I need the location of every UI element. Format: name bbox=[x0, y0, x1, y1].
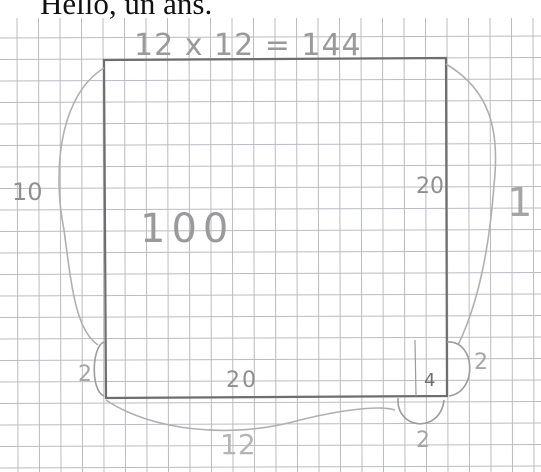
grid-vertical-line bbox=[60, 18, 61, 472]
grid-vertical-line bbox=[469, 18, 470, 472]
grid-vertical-line bbox=[125, 18, 126, 472]
grid-vertical-line bbox=[361, 18, 362, 472]
grid-horizontal-line bbox=[0, 144, 541, 146]
grid-vertical-line bbox=[383, 18, 384, 472]
grid-vertical-line bbox=[82, 18, 83, 472]
grid-horizontal-line bbox=[0, 445, 541, 447]
grid-vertical-line bbox=[275, 18, 276, 472]
grid-lines bbox=[0, 18, 541, 472]
grid-horizontal-line bbox=[0, 230, 541, 232]
grid-vertical-line bbox=[490, 18, 491, 472]
grid-horizontal-line bbox=[0, 337, 541, 339]
top-equation: 12 x 12 = 144 bbox=[134, 28, 362, 63]
left-tab bbox=[94, 342, 104, 396]
grid-vertical-line bbox=[404, 18, 405, 472]
grid-horizontal-line bbox=[0, 273, 541, 275]
grid-vertical-line bbox=[39, 18, 40, 472]
grid-vertical-line bbox=[340, 18, 341, 472]
grid-vertical-line bbox=[533, 18, 534, 472]
grid-horizontal-line bbox=[0, 165, 541, 167]
heading-text: Hello, un ans. bbox=[40, 0, 212, 22]
grid-horizontal-line bbox=[0, 122, 541, 124]
right-side-label: 20 bbox=[416, 174, 444, 199]
grid-horizontal-line bbox=[0, 359, 541, 361]
grid-horizontal-line bbox=[0, 423, 541, 425]
right-tab bbox=[447, 342, 470, 396]
outer-outline-right bbox=[446, 64, 496, 345]
grid-vertical-line bbox=[318, 18, 319, 472]
inner-marker bbox=[415, 340, 416, 396]
right-small-label: 2 bbox=[474, 350, 488, 375]
left-side-label: 10 bbox=[12, 178, 43, 206]
grid-horizontal-line bbox=[0, 187, 541, 189]
outer-outline-bottom bbox=[106, 400, 395, 430]
grid-horizontal-line bbox=[0, 294, 541, 296]
bottom-inner-label: 20 bbox=[226, 368, 258, 393]
grid-horizontal-line bbox=[0, 251, 541, 253]
grid-horizontal-line bbox=[0, 466, 541, 468]
below-box-label: 2 bbox=[416, 428, 430, 453]
left-small-label: 2 bbox=[78, 362, 92, 387]
grid-vertical-line bbox=[512, 18, 513, 472]
grid-horizontal-line bbox=[0, 402, 541, 404]
center-value: 100 bbox=[140, 206, 234, 252]
right-edge-label: 1 bbox=[507, 180, 532, 226]
grid-vertical-line bbox=[297, 18, 298, 472]
grid-horizontal-line bbox=[0, 101, 541, 103]
bottom-edge-label: 12 bbox=[220, 428, 256, 461]
grid-horizontal-line bbox=[0, 316, 541, 318]
bottom-right-label: 4 bbox=[424, 370, 435, 391]
grid-vertical-line bbox=[254, 18, 255, 472]
grid-horizontal-line bbox=[0, 208, 541, 210]
grid-vertical-line bbox=[426, 18, 427, 472]
